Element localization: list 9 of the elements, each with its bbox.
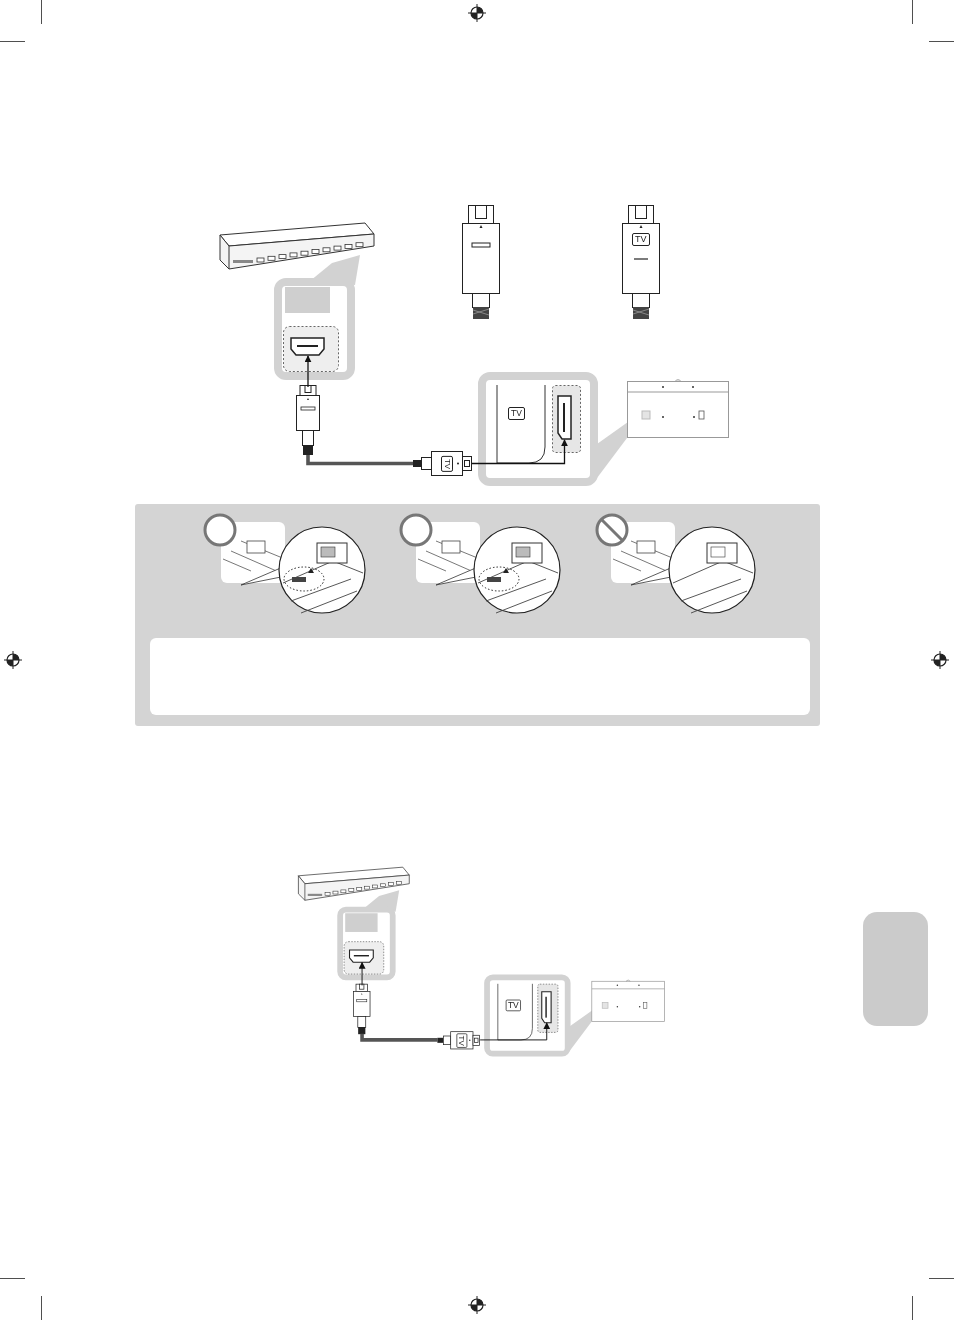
- cable-line: [306, 455, 413, 466]
- tv-label: TV: [441, 455, 453, 472]
- tv-label: TV: [506, 999, 522, 1011]
- arrow: [304, 355, 312, 388]
- tv-label: TV: [508, 407, 525, 420]
- arrow: [471, 439, 568, 465]
- cable-line: [360, 1033, 438, 1042]
- tv-label: TV: [632, 233, 650, 246]
- tv-label: TV: [456, 1032, 468, 1048]
